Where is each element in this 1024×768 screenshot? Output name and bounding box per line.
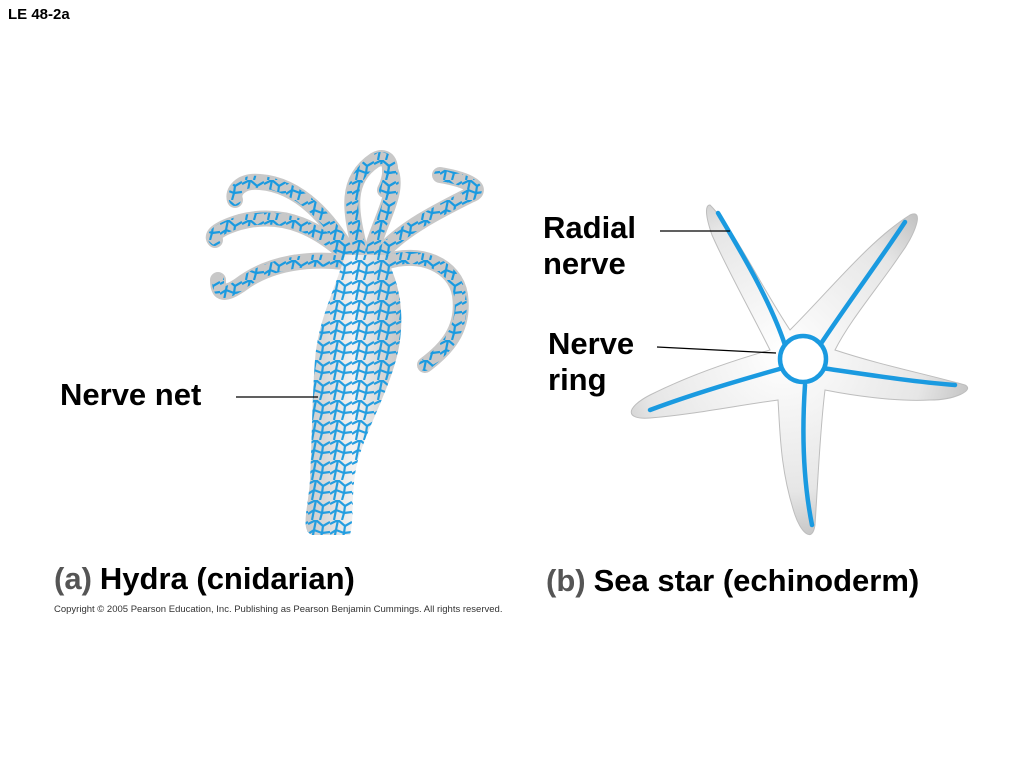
radial-nerve-label-line1: Radial [543,210,637,245]
copyright-notice: Copyright © 2005 Pearson Education, Inc.… [54,604,503,615]
radial-nerve-label: Radial nerve [543,210,636,282]
nerve-ring-label-line1: Nerve [548,326,635,361]
caption-b-tag: (b) [546,563,586,598]
nerve-ring-label: Nerve ring [548,326,634,398]
nerve-net-label: Nerve net [60,377,202,412]
leader-lines [236,230,777,398]
hydra-tentacles [205,150,484,373]
hydra-figure [205,150,484,535]
nerve-ring [777,333,829,385]
caption-a-text: Hydra (cnidarian) [99,561,355,596]
caption-a-tag: (a) [54,561,92,596]
caption-b: (b)Sea star (echinoderm) [546,563,919,599]
radial-nerves [647,210,958,528]
nerve-ring-label-line2: ring [548,362,607,397]
caption-b-text: Sea star (echinoderm) [593,563,920,598]
sea-star-figure [630,204,968,536]
radial-nerve-label-line2: nerve [543,246,626,281]
caption-a: (a)Hydra (cnidarian) [54,561,355,597]
slide-id: LE 48-2a [8,6,70,23]
nerve-ring-leader [656,346,777,354]
